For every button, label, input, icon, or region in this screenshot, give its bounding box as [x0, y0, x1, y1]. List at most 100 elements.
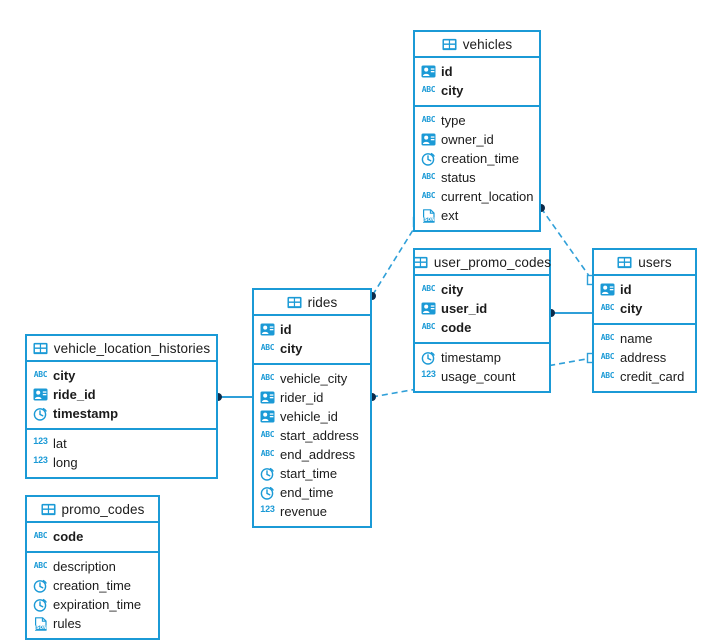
abc-text-icon: ABC [421, 190, 436, 200]
field-vehicles-current_location[interactable]: ABC current_location [415, 187, 539, 206]
relationship-user-promo-codes-to-users[interactable] [547, 309, 592, 317]
field-label: city [53, 368, 76, 383]
primary-key-field-vehicles-id[interactable]: id [415, 62, 539, 81]
field-label: city [441, 282, 464, 297]
field-label: status [441, 170, 476, 185]
entity-title-vehicle_location_histories[interactable]: vehicle_location_histories [27, 336, 216, 362]
field-rides-vehicle_id[interactable]: vehicle_id [254, 407, 370, 426]
relationship-rides-to-vehicle-location-histories[interactable] [214, 393, 252, 401]
field-label: city [280, 341, 303, 356]
abc-text-icon: ABC [600, 302, 615, 312]
field-label: timestamp [53, 406, 119, 421]
abc-text-icon: ABC [421, 321, 436, 331]
field-rides-revenue[interactable]: 123 revenue [254, 502, 370, 521]
entity-name-label: users [638, 254, 672, 270]
entity-title-vehicles[interactable]: vehicles [415, 32, 539, 58]
field-promo_codes-expiration_time[interactable]: expiration_time [27, 595, 158, 614]
field-label: creation_time [441, 151, 520, 166]
123-number-icon: 123 [33, 455, 48, 465]
primary-key-field-rides-id[interactable]: id [254, 320, 370, 339]
id-card-icon [421, 132, 436, 147]
field-vehicles-status[interactable]: ABC status [415, 168, 539, 187]
field-rides-start_time[interactable]: start_time [254, 464, 370, 483]
field-vehicles-creation_time[interactable]: creation_time [415, 149, 539, 168]
primary-key-field-vehicles-city[interactable]: ABC city [415, 81, 539, 100]
abc-text-icon: ABC [421, 84, 436, 94]
entity-name-label: user_promo_codes [433, 254, 552, 270]
table-grid-icon [41, 502, 56, 517]
entity-title-promo_codes[interactable]: promo_codes [27, 497, 158, 523]
field-label: vehicle_city [280, 371, 348, 386]
field-label: start_address [280, 428, 359, 443]
field-label: long [53, 455, 78, 470]
primary-key-field-user_promo_codes-user_id[interactable]: user_id [415, 299, 549, 318]
field-label: address [620, 350, 667, 365]
primary-key-field-vehicle_location_histories-timestamp[interactable]: timestamp [27, 404, 216, 423]
field-label: name [620, 331, 653, 346]
field-vehicle_location_histories-long[interactable]: 123 long [27, 453, 216, 472]
entity-title-rides[interactable]: rides [254, 290, 370, 316]
field-label: timestamp [441, 350, 501, 365]
field-rides-end_time[interactable]: end_time [254, 483, 370, 502]
field-label: credit_card [620, 369, 685, 384]
field-label: end_address [280, 447, 356, 462]
entity-title-users[interactable]: users [594, 250, 695, 276]
table-grid-icon [442, 37, 457, 52]
primary-key-field-vehicle_location_histories-ride_id[interactable]: ride_id [27, 385, 216, 404]
field-user_promo_codes-timestamp[interactable]: timestamp [415, 348, 549, 367]
field-rides-rider_id[interactable]: rider_id [254, 388, 370, 407]
field-label: id [280, 322, 292, 337]
field-label: start_time [280, 466, 338, 481]
field-label: ride_id [53, 387, 96, 402]
field-label: revenue [280, 504, 327, 519]
table-grid-icon [287, 295, 302, 310]
id-card-icon [421, 301, 436, 316]
field-label: city [441, 83, 464, 98]
field-label: current_location [441, 189, 534, 204]
json-document-icon: JSON [421, 208, 436, 223]
field-vehicles-owner_id[interactable]: owner_id [415, 130, 539, 149]
clock-icon [33, 578, 48, 593]
abc-text-icon: ABC [421, 171, 436, 181]
field-label: type [441, 113, 466, 128]
abc-text-icon: ABC [33, 560, 48, 570]
clock-icon [421, 350, 436, 365]
primary-key-field-users-id[interactable]: id [594, 280, 695, 299]
id-card-icon [600, 282, 615, 297]
field-label: creation_time [53, 578, 132, 593]
123-number-icon: 123 [260, 504, 275, 514]
entity-title-user_promo_codes[interactable]: user_promo_codes [413, 250, 552, 276]
id-card-icon [421, 64, 436, 79]
svg-text:JSON: JSON [34, 625, 47, 630]
field-promo_codes-creation_time[interactable]: creation_time [27, 576, 158, 595]
